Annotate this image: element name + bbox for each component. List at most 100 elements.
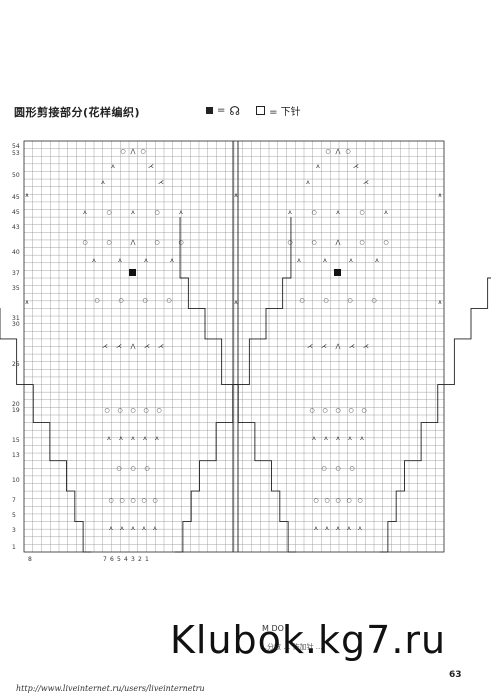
- yarn-over-icon: ○: [335, 407, 340, 414]
- row-label: 20: [12, 401, 20, 408]
- stitch-icon: ⋀: [335, 239, 341, 246]
- row-label: 10: [12, 477, 20, 484]
- stitch-icon: ○: [311, 209, 316, 216]
- row-label: 45: [12, 209, 20, 216]
- stitch-icon: ⋌: [363, 343, 369, 350]
- yarn-over-icon: ○: [140, 148, 145, 155]
- stitch-icon: ⋌: [158, 343, 164, 350]
- decrease-icon: ⋏: [144, 257, 149, 264]
- chart-border: [23, 140, 445, 553]
- row-label: 31: [12, 315, 20, 322]
- filled-square-icon: [206, 107, 213, 114]
- stitch-icon: ○: [359, 239, 364, 246]
- decrease-icon: ⋌: [148, 163, 154, 170]
- stitch-icon: ⋏: [288, 209, 293, 216]
- yarn-over-icon: ○: [119, 497, 124, 504]
- decrease-icon: ⋏: [314, 525, 319, 532]
- stitch-icon: ○: [287, 239, 292, 246]
- stitch-icon: ○: [359, 209, 364, 216]
- double-decrease-icon: ⋀: [335, 148, 341, 155]
- stitch-icon: ⋌: [102, 343, 108, 350]
- empty-square-icon: [256, 106, 266, 115]
- yarn-over-icon: ○: [357, 497, 362, 504]
- right-panel-left-edge: [179, 217, 297, 553]
- decrease-icon: ⋏: [107, 435, 112, 442]
- yarn-over-icon: ○: [130, 407, 135, 414]
- yarn-over-icon: ○: [117, 407, 122, 414]
- stitch-icon: ○: [154, 209, 159, 216]
- decrease-icon: ⋏: [358, 525, 363, 532]
- legend-filled-equals: =: [217, 105, 226, 116]
- yarn-over-icon: ○: [349, 465, 354, 472]
- watermark: Klubok.kg7.ru: [170, 618, 447, 662]
- yarn-over-icon: ○: [130, 465, 135, 472]
- arrow-icon: ∧: [234, 299, 238, 306]
- stitch-icon: ⋌: [307, 343, 313, 350]
- yarn-over-icon: ○: [322, 407, 327, 414]
- yarn-over-icon: ○: [346, 497, 351, 504]
- stitch-icon: ⋏: [83, 209, 88, 216]
- decrease-icon: ⋏: [325, 525, 330, 532]
- decrease-icon: ⋏: [316, 163, 321, 170]
- decrease-icon: ⋏: [170, 257, 175, 264]
- column-label: 5: [117, 556, 121, 563]
- column-label: 6: [110, 556, 114, 563]
- left-panel-right-edge: [174, 217, 292, 553]
- yarn-over-icon: ○: [323, 297, 328, 304]
- solid-block-icon: [334, 269, 341, 276]
- stitch-icon: ⋏: [131, 209, 136, 216]
- arrow-icon: ∧: [25, 299, 29, 306]
- stitch-icon: ⋌: [144, 343, 150, 350]
- stitch-icon: ⋌: [321, 343, 327, 350]
- decrease-icon: ⋏: [92, 257, 97, 264]
- row-label: 3: [12, 527, 16, 534]
- yarn-over-icon: ○: [143, 407, 148, 414]
- yarn-over-icon: ○: [345, 148, 350, 155]
- decrease-icon: ⋏: [101, 179, 106, 186]
- arrow-icon: ∧: [25, 192, 29, 199]
- stitch-icon: ○: [178, 239, 183, 246]
- yarn-over-icon: ○: [104, 407, 109, 414]
- decrease-icon: ⋏: [336, 435, 341, 442]
- arrow-icon: ∧: [438, 192, 442, 199]
- stitch-icon: ⋀: [130, 343, 136, 350]
- stitch-icon: ○: [82, 239, 87, 246]
- stitch-icon: ○: [311, 239, 316, 246]
- note-text: …分散 … 作加针 …: [260, 643, 323, 651]
- decrease-icon: ⋏: [347, 525, 352, 532]
- decrease-icon: ⋏: [143, 435, 148, 442]
- yarn-over-icon: ○: [361, 407, 366, 414]
- page-number: 63: [449, 670, 462, 680]
- footer-url: http://www.liveinternet.ru/users/liveint…: [16, 684, 205, 693]
- solid-block-icon: [129, 269, 136, 276]
- column-label: 8: [28, 556, 32, 563]
- decrease-icon: ⋏: [324, 435, 329, 442]
- decrease-icon: ⋏: [297, 257, 302, 264]
- yarn-over-icon: ○: [141, 497, 146, 504]
- chart-grid: [23, 140, 445, 553]
- column-label: 4: [124, 556, 128, 563]
- decrease-icon: ⋏: [120, 525, 125, 532]
- yarn-over-icon: ○: [299, 297, 304, 304]
- stitch-icon: ○: [106, 239, 111, 246]
- legend-filled-symbol: ☊: [229, 103, 241, 118]
- decrease-icon: ⋏: [306, 179, 311, 186]
- row-label: 5: [12, 512, 16, 519]
- decrease-icon: ⋏: [349, 257, 354, 264]
- decrease-icon: ⋏: [312, 435, 317, 442]
- decrease-icon: ⋏: [153, 525, 158, 532]
- row-label: 43: [12, 224, 20, 231]
- yarn-over-icon: ○: [324, 497, 329, 504]
- right-panel-right-edge: [379, 277, 491, 553]
- decrease-icon: ⋏: [360, 435, 365, 442]
- column-label: 1: [145, 556, 149, 563]
- yarn-over-icon: ○: [130, 497, 135, 504]
- decrease-icon: ⋌: [158, 179, 164, 186]
- stitch-icon: ⋏: [179, 209, 184, 216]
- stitch-icon: ○: [383, 239, 388, 246]
- row-label: 40: [12, 249, 20, 256]
- yarn-over-icon: ○: [166, 297, 171, 304]
- stitch-icon: ○: [106, 209, 111, 216]
- chart-title: 圆形剪接部分(花样编织): [14, 106, 141, 119]
